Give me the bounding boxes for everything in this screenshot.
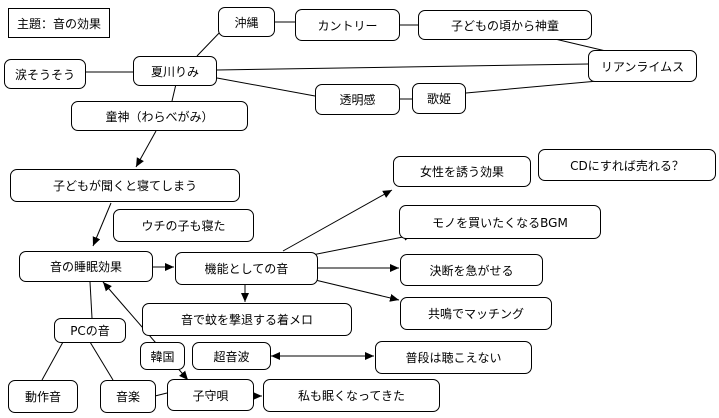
node-namida[interactable]: 涙そうそう — [4, 59, 86, 89]
edge-ongaku-komoriuta — [154, 392, 168, 397]
node-chouonpa[interactable]: 超音波 — [192, 342, 271, 370]
edge-pc-dousaon — [41, 341, 64, 381]
node-warabegami[interactable]: 童神（わらべがみ） — [71, 101, 248, 131]
edge-utahime-rian — [465, 80, 599, 94]
edge-natsukawa-toumeikan — [216, 77, 316, 97]
node-suimin[interactable]: 音の睡眠効果 — [19, 251, 153, 282]
node-cd[interactable]: CDにすれば売れる？ — [538, 149, 716, 181]
node-toumeikan[interactable]: 透明感 — [315, 84, 400, 115]
node-kankoku[interactable]: 韓国 — [140, 342, 185, 370]
node-kinou[interactable]: 機能としての音 — [175, 252, 318, 285]
edge-natsukawa-warabegami — [171, 83, 177, 102]
edge-pc-suimin — [89, 281, 93, 319]
node-komoriuta[interactable]: 子守唄 — [167, 379, 254, 411]
node-nete-shimau[interactable]: 子どもが聞くと寝てしまう — [10, 169, 240, 202]
edge-kinou-josei — [282, 189, 393, 252]
node-watashi[interactable]: 私も眠くなってきた — [263, 379, 440, 412]
node-kyomei[interactable]: 共鳴でマッチング — [400, 297, 552, 330]
node-dousaon[interactable]: 動作音 — [8, 380, 78, 413]
edge-kinou-mono — [306, 232, 414, 257]
edge-pc-ongaku — [89, 341, 114, 381]
node-okinawa[interactable]: 沖縄 — [218, 7, 275, 37]
edge-natsukawa-rian — [216, 63, 589, 71]
node-country[interactable]: カントリー — [295, 9, 400, 41]
node-mono[interactable]: モノを買いたくなるBGM — [399, 205, 601, 239]
edge-kodomo-rian — [554, 38, 611, 53]
node-rian[interactable]: リアンライムス — [588, 50, 697, 82]
node-utahime[interactable]: 歌姫 — [412, 83, 466, 114]
node-josei[interactable]: 女性を誘う効果 — [393, 156, 531, 187]
node-natsukawa[interactable]: 夏川りみ — [133, 56, 217, 86]
edge-natsukawa-okinawa — [196, 29, 223, 57]
node-ketsudan[interactable]: 決断を急がせる — [400, 254, 543, 286]
node-ka[interactable]: 音で蚊を撃退する着メロ — [142, 303, 352, 336]
node-kodomo-shindo[interactable]: 子どもの頃から神童 — [418, 10, 592, 40]
edge-kinou-kyomei — [310, 278, 400, 302]
node-pc[interactable]: PCの音 — [54, 318, 126, 343]
edge-nete-suimin — [92, 202, 112, 247]
node-ongaku[interactable]: 音楽 — [100, 380, 156, 413]
node-fudan[interactable]: 普段は聴こえない — [375, 341, 532, 374]
edge-warabegami-nete — [135, 130, 157, 168]
node-uchi-no-ko[interactable]: ウチの子も寝た — [113, 209, 254, 242]
theme-label: 主題：音の効果 — [8, 8, 110, 38]
